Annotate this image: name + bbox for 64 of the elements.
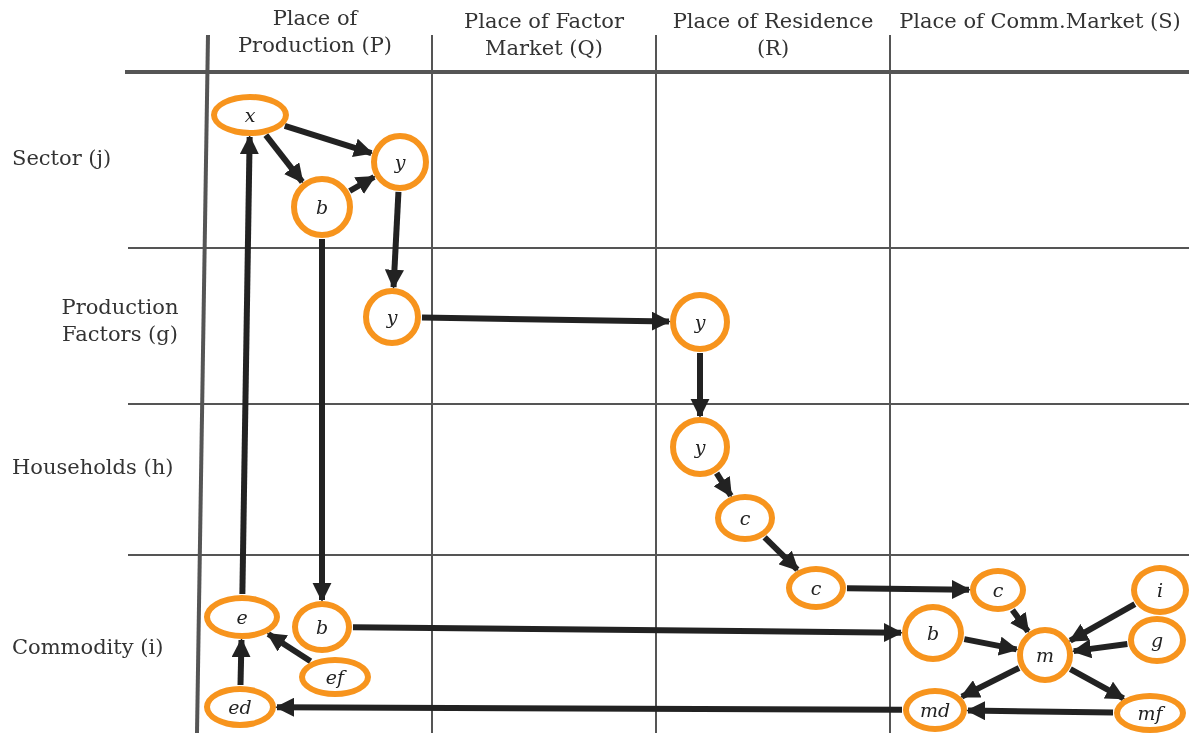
variable-label: y <box>694 311 706 333</box>
variable-ellipse <box>715 494 775 542</box>
variable-ellipse <box>1017 627 1073 683</box>
row-header: Households (h) <box>12 454 174 481</box>
variable-label: b <box>926 622 940 644</box>
arrow <box>1010 608 1031 634</box>
variable-label: c <box>810 577 822 599</box>
variable-ellipse <box>204 595 280 639</box>
row-header: Sector (j) <box>12 145 112 172</box>
variable-ellipse <box>292 601 352 653</box>
variable-label: b <box>315 196 329 218</box>
arrow <box>963 636 1019 656</box>
variable-ellipse <box>1128 616 1186 664</box>
variable-ellipse <box>670 417 730 477</box>
arrow <box>960 665 1021 700</box>
arrow <box>231 638 251 686</box>
variable-label: y <box>694 436 706 458</box>
arrow <box>352 622 903 643</box>
variable-label: ed <box>228 696 252 718</box>
variable-label: c <box>992 579 1004 601</box>
column-header: Place of Residence (R) <box>671 8 875 62</box>
arrow <box>421 311 671 331</box>
arrow <box>275 697 902 717</box>
row-header: Commodity (i) <box>12 634 164 661</box>
variable-label: g <box>1150 629 1164 651</box>
column-header: Place of Comm.Market (S) <box>898 8 1182 35</box>
arrow <box>312 239 332 602</box>
arrow <box>384 191 404 289</box>
variable-label: b <box>315 616 329 638</box>
arrow <box>1068 666 1126 701</box>
arrow <box>239 135 259 595</box>
variable-label: ef <box>325 666 345 688</box>
arrow <box>762 535 800 572</box>
variable-label: i <box>1156 579 1164 601</box>
arrow <box>263 133 305 184</box>
arrow <box>348 174 376 194</box>
variable-label: e <box>236 606 248 628</box>
column-header: Place of Factor Market (Q) <box>463 8 625 62</box>
variable-ellipse <box>291 176 353 238</box>
variable-ellipse <box>786 566 846 610</box>
variable-label: x <box>244 104 256 126</box>
arrow <box>690 353 710 418</box>
variable-ellipse <box>970 568 1026 612</box>
variable-ellipse <box>211 94 289 136</box>
variable-ellipse <box>299 657 371 697</box>
variable-ellipse <box>371 133 429 191</box>
arrow <box>966 701 1114 721</box>
variable-label: y <box>386 306 398 328</box>
variable-ellipse <box>1131 565 1189 615</box>
variable-ellipse <box>363 288 421 346</box>
row-header: Production Factors (g) <box>60 294 180 348</box>
arrow <box>283 123 374 157</box>
arrow <box>266 631 313 664</box>
variable-label: m <box>1036 644 1054 666</box>
arrow <box>1071 639 1128 659</box>
arrow <box>1068 601 1137 644</box>
arrow <box>713 471 734 498</box>
variable-label: y <box>394 151 406 173</box>
variable-label: c <box>739 507 751 529</box>
variable-ellipse <box>903 688 967 732</box>
arrow <box>846 579 971 600</box>
variable-label: md <box>919 699 951 721</box>
variable-ellipse <box>670 292 730 352</box>
column-header: Place of Production (P) <box>236 5 394 59</box>
